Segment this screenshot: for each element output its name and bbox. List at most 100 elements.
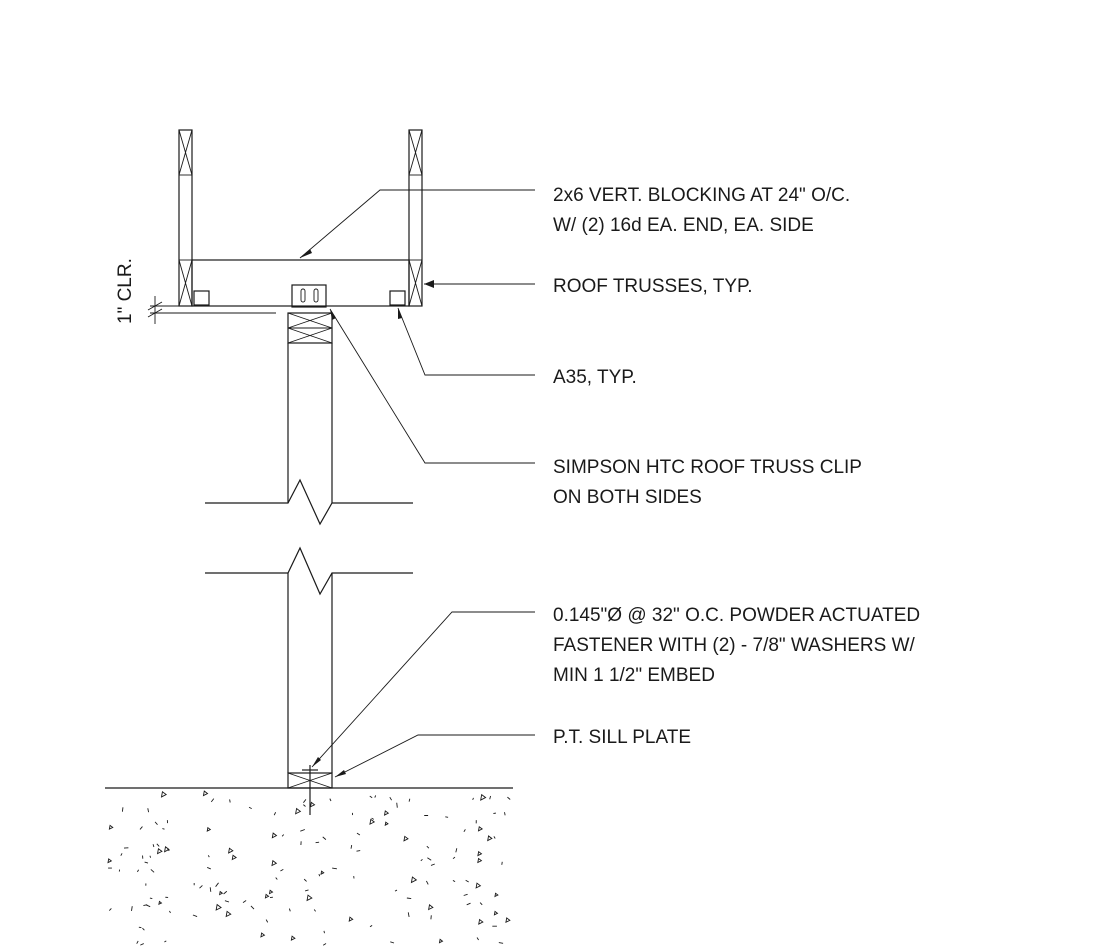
concrete-aggregate-mark: [223, 890, 228, 895]
concrete-slab: [105, 787, 513, 946]
callout-trusses: ROOF TRUSSES, TYP.: [553, 276, 753, 297]
concrete-aggregate-mark: [427, 857, 432, 861]
callout-blocking: 2x6 VERT. BLOCKING AT 24" O/C. W/ (2) 16…: [553, 185, 850, 236]
leader-lines: [299, 189, 535, 778]
callout-fastener-line-1: 0.145"Ø @ 32" O.C. POWDER ACTUATED: [553, 605, 920, 626]
concrete-aggregate-mark: [480, 793, 487, 801]
concrete-aggregate-mark: [160, 790, 168, 798]
concrete-aggregate-mark: [140, 943, 144, 946]
callout-fastener-line-2: FASTENER WITH (2) - 7/8" WASHERS W/: [553, 635, 916, 656]
left-roof-truss: [178, 129, 193, 307]
concrete-aggregate-mark: [131, 906, 133, 911]
vertical-blocking: [191, 259, 410, 307]
concrete-aggregate-mark: [332, 867, 337, 870]
callout-blocking-line-2: W/ (2) 16d EA. END, EA. SIDE: [553, 215, 814, 236]
concrete-aggregate-mark: [215, 882, 219, 887]
concrete-aggregate-mark: [390, 941, 395, 944]
callout-blocking-line-1: 2x6 VERT. BLOCKING AT 24" O/C.: [553, 185, 850, 206]
powder-actuated-fastener: [302, 765, 318, 815]
concrete-aggregate-mark: [268, 889, 274, 895]
callout-htc-clip-line-2: ON BOTH SIDES: [553, 487, 702, 508]
concrete-aggregate-mark: [466, 902, 471, 906]
concrete-aggregate-mark: [478, 918, 484, 925]
concrete-aggregate-mark: [472, 797, 474, 801]
concrete-aggregate-mark: [374, 795, 377, 798]
concrete-aggregate-mark: [202, 790, 209, 797]
concrete-aggregate-mark: [477, 850, 483, 857]
concrete-aggregate-mark: [389, 796, 392, 801]
concrete-aggregate-mark: [356, 850, 361, 852]
concrete-aggregate-mark: [303, 804, 306, 807]
concrete-aggregate-mark: [477, 857, 483, 864]
concrete-aggregate-mark: [323, 930, 325, 934]
concrete-aggregate-mark: [210, 798, 215, 803]
concrete-aggregate-mark: [463, 829, 466, 833]
concrete-aggregate-mark: [320, 870, 325, 876]
concrete-aggregate-mark: [290, 935, 296, 941]
concrete-aggregate-mark: [322, 943, 327, 946]
wall-stud-lower: [205, 546, 413, 773]
concrete-aggregate-mark: [224, 900, 230, 903]
concrete-aggregate-mark: [426, 845, 430, 849]
concrete-aggregate-mark: [264, 893, 270, 899]
concrete-aggregate-mark: [507, 796, 511, 800]
concrete-aggregate-mark: [248, 806, 252, 810]
concrete-aggregate-mark: [476, 937, 479, 941]
concrete-aggregate-mark: [215, 903, 222, 911]
a35-clips: [193, 290, 406, 306]
concrete-aggregate-mark: [452, 880, 456, 882]
concrete-aggregate-mark: [137, 869, 140, 873]
concrete-aggregate-mark: [209, 887, 212, 892]
concrete-aggregate-mark: [504, 812, 506, 816]
concrete-aggregate-mark: [407, 912, 410, 917]
concrete-aggregate-mark: [167, 848, 170, 852]
concrete-aggregate-mark: [158, 900, 163, 906]
concrete-aggregate-mark: [479, 902, 483, 906]
callout-fastener: 0.145"Ø @ 32" O.C. POWDER ACTUATED FASTE…: [553, 605, 920, 686]
concrete-aggregate-mark: [408, 798, 411, 802]
concrete-aggregate-mark: [313, 909, 316, 912]
concrete-aggregate-mark: [206, 826, 212, 832]
concrete-aggregate-mark: [369, 795, 373, 799]
concrete-aggregate-mark: [231, 854, 237, 861]
concrete-aggregate-mark: [169, 910, 171, 914]
callout-sill-plate: P.T. SILL PLATE: [553, 727, 691, 748]
concrete-aggregate-mark: [163, 846, 170, 853]
concrete-aggregate-mark: [475, 882, 482, 889]
concrete-aggregate-mark: [452, 856, 456, 860]
concrete-aggregate-mark: [438, 938, 444, 944]
concrete-aggregate-mark: [156, 843, 160, 847]
concrete-aggregate-mark: [463, 893, 468, 896]
concrete-aggregate-mark: [498, 942, 504, 944]
concrete-aggregate-mark: [322, 836, 327, 840]
concrete-aggregate-mark: [303, 799, 307, 803]
concrete-aggregate-mark: [139, 826, 143, 830]
concrete-aggregate-mark: [138, 926, 142, 929]
concrete-aggregate-mark: [369, 925, 373, 928]
clearance-dimension: [147, 296, 276, 324]
concrete-aggregate-mark: [149, 855, 152, 858]
concrete-aggregate-mark: [477, 825, 484, 832]
callout-htc-clip: SIMPSON HTC ROOF TRUSS CLIP ON BOTH SIDE…: [553, 457, 862, 508]
concrete-aggregate-mark: [420, 858, 423, 862]
concrete-aggregate-mark: [403, 835, 409, 842]
concrete-aggregate-mark: [271, 832, 278, 839]
concrete-aggregate-mark: [207, 867, 211, 870]
concrete-aggregate-mark: [465, 879, 469, 883]
callout-a35: A35, TYP.: [553, 367, 637, 388]
concrete-aggregate-mark: [309, 801, 316, 808]
concrete-aggregate-mark: [273, 812, 277, 816]
concrete-aggregate-mark: [271, 859, 278, 867]
htc-clip: [291, 284, 327, 308]
concrete-aggregate-mark: [428, 904, 434, 911]
concrete-aggregate-mark: [275, 877, 278, 880]
concrete-aggregate-mark: [410, 876, 418, 884]
concrete-aggregate-mark: [147, 808, 150, 813]
concrete-aggregate-mark: [150, 869, 155, 873]
concrete-aggregate-mark: [295, 807, 302, 815]
concrete-aggregate-mark: [356, 832, 361, 836]
concrete-aggregate-mark: [425, 880, 429, 885]
concrete-aggregate-mark: [265, 919, 269, 923]
concrete-aggregate-mark: [242, 900, 247, 903]
concrete-aggregate-mark: [371, 817, 375, 820]
